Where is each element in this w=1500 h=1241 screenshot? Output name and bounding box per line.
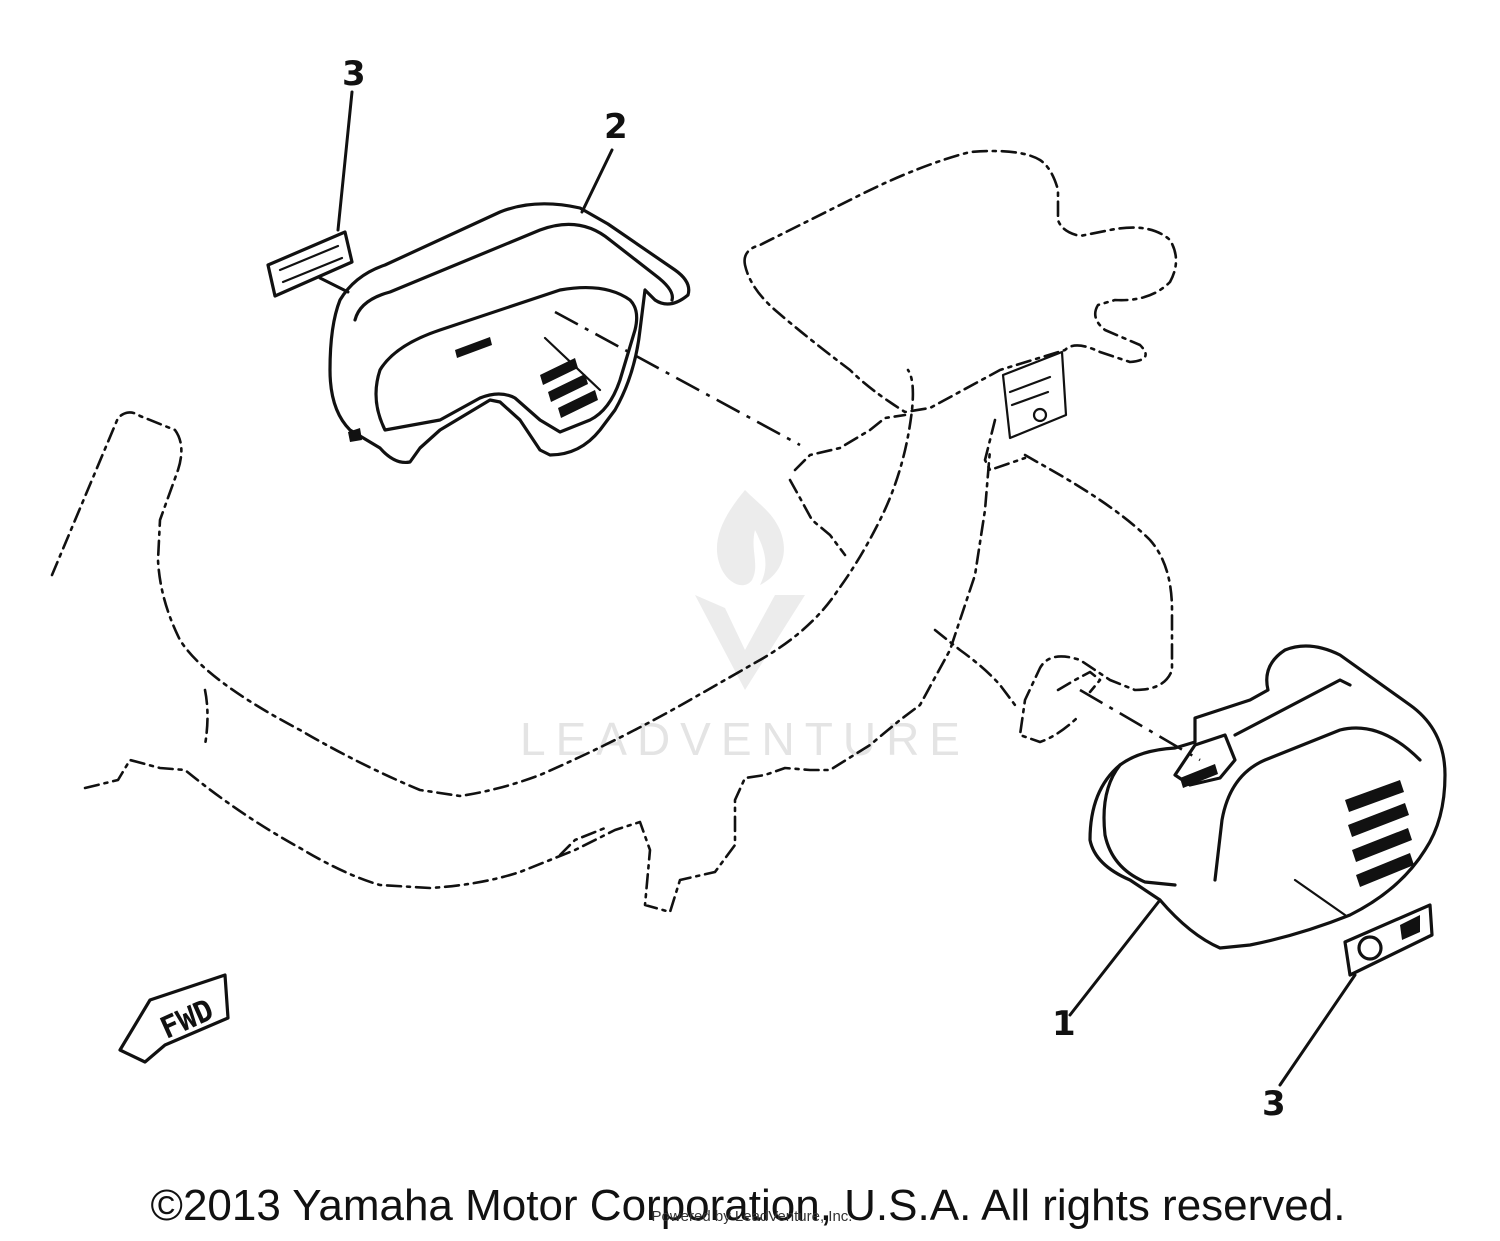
leader-part-2 [580, 148, 614, 214]
cover-1-front-face [1102, 763, 1177, 887]
cover-2-vent-3 [558, 390, 598, 418]
callout-part-2: 2 [604, 107, 628, 147]
frame-inner-curve [203, 688, 209, 747]
cover-1-top-ridge [1173, 733, 1237, 787]
cover-1-side-panel [1213, 726, 1422, 882]
callout-part-3-bottom: 3 [1262, 1084, 1286, 1124]
callout-part-3-top: 3 [342, 54, 366, 94]
mount-plate-hole [1032, 407, 1048, 423]
watermark-v-icon [695, 595, 805, 690]
cover-1-vent-3 [1352, 828, 1412, 862]
upper-panel-outline [743, 149, 1178, 414]
cover-1-vent-4 [1356, 853, 1414, 887]
decal-3-top [266, 230, 354, 298]
leader-part-3-top-decal [318, 276, 350, 294]
chain-lines [554, 310, 1201, 762]
cover-2-edge-mark [455, 337, 492, 358]
part-3-decal-top [266, 230, 354, 298]
chain-line-cover-1 [1079, 688, 1201, 762]
cover-2-outer [328, 202, 691, 465]
frame-outline-main [50, 368, 915, 798]
attribution-text: Powered by LeadVenture, Inc. [652, 1208, 853, 1225]
mount-plate-slot [1008, 375, 1052, 407]
cover-2-rim [353, 222, 674, 322]
fwd-tag-text: FWD [155, 993, 219, 1047]
fwd-arrow-tag: FWD [118, 973, 230, 1064]
callouts: 3 2 1 3 [342, 54, 1286, 1124]
cover-2-corner-mark [348, 428, 362, 442]
leader-lines [318, 90, 1357, 1087]
decal-3-bottom-mark [1400, 915, 1420, 940]
center-bracket-lower [788, 478, 847, 557]
mount-plate-side [983, 418, 1027, 472]
cover-1-vent-1 [1345, 780, 1404, 812]
watermark-flame-icon [716, 490, 784, 586]
cover-1-inner-line [1293, 878, 1347, 917]
watermark: LEADVENTURE [520, 490, 970, 765]
footer: ©2013 Yamaha Motor Corporation, U.S.A. A… [151, 1181, 1346, 1230]
decal-3-bottom [1343, 903, 1434, 977]
decal-3-bottom-circle [1357, 935, 1383, 961]
frame-outline-lower [83, 448, 992, 914]
mount-plate [1001, 350, 1068, 440]
part-3-decal-bottom [1343, 903, 1434, 977]
frame-bracket-notch [1056, 670, 1102, 694]
cover-2-vent-2 [548, 374, 588, 402]
part-1-cover [1088, 644, 1447, 950]
right-panel-left-edge [933, 628, 1017, 707]
decal-3-top-inner [278, 244, 344, 284]
callout-part-1: 1 [1052, 1004, 1076, 1044]
frame-lower-rib [558, 826, 607, 857]
cover-1-vent-2 [1348, 803, 1409, 837]
leader-part-3-bottom [1278, 973, 1357, 1087]
cover-1-outer [1088, 644, 1447, 950]
cover-2-vent-1 [540, 358, 578, 385]
center-bracket [793, 413, 907, 472]
fwd-arrow-shape [118, 973, 230, 1064]
leader-part-3-top [336, 90, 354, 232]
copyright-text: ©2013 Yamaha Motor Corporation, U.S.A. A… [151, 1181, 1346, 1230]
phantom-frame [50, 149, 1178, 914]
leader-part-1 [1068, 898, 1162, 1017]
cover-1-top-vent [1180, 764, 1218, 788]
chain-line-cover-2 [554, 310, 801, 447]
part-2-cover [328, 202, 691, 465]
watermark-text: LEADVENTURE [520, 713, 970, 765]
cover-2-inner [374, 285, 639, 434]
right-panel-outline [1018, 453, 1174, 744]
cover-1-top-seam [1233, 678, 1352, 737]
